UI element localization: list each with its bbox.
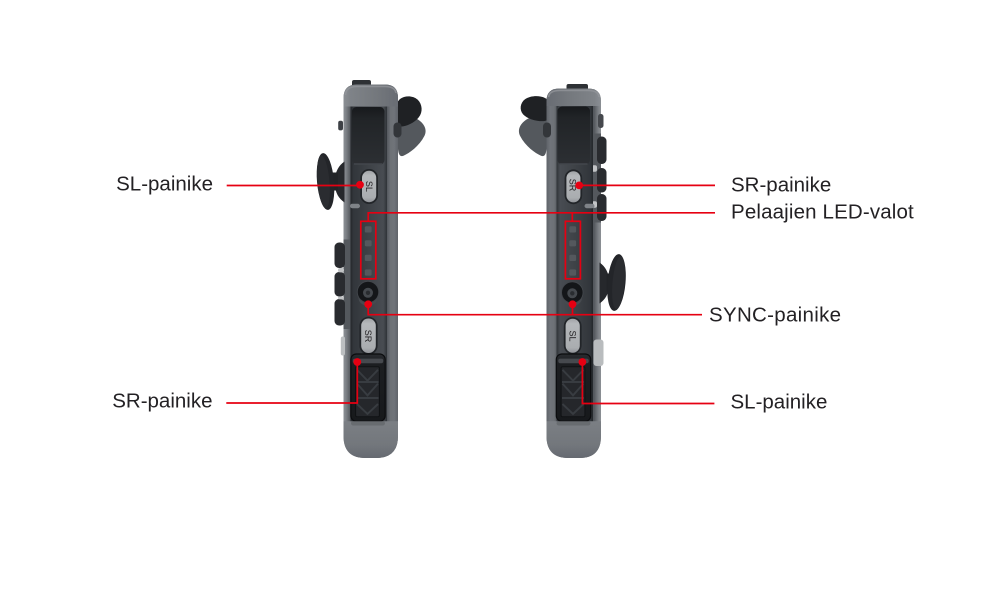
svg-text:SYNC-painike: SYNC-painike [709, 304, 841, 327]
svg-text:Pelaajien LED-valot: Pelaajien LED-valot [731, 201, 914, 224]
svg-text:SL-painike: SL-painike [731, 391, 828, 414]
svg-text:SR: SR [568, 179, 578, 192]
svg-text:SL: SL [364, 181, 374, 192]
svg-text:SL-painike: SL-painike [116, 172, 213, 195]
svg-text:SR-painike: SR-painike [731, 174, 831, 197]
svg-text:SR: SR [363, 330, 373, 343]
svg-text:SL: SL [568, 330, 578, 341]
svg-text:SR-painike: SR-painike [112, 389, 212, 412]
